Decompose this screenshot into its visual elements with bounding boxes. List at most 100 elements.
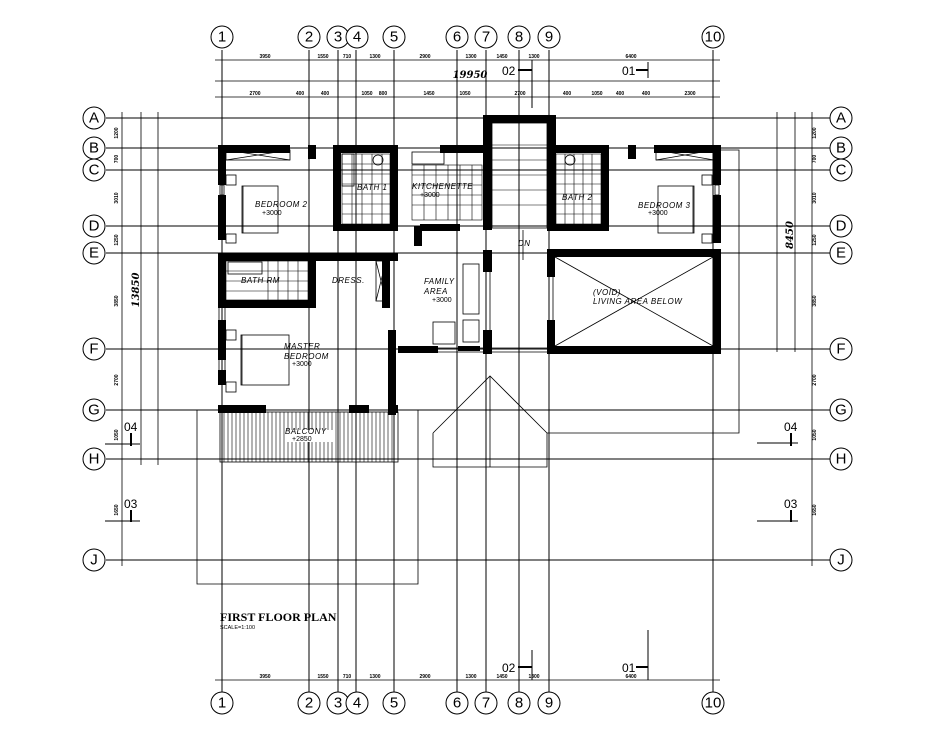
dress-wardrobe (375, 260, 387, 302)
grid-bubble-J-right: J (829, 548, 853, 572)
left-dimension-lines: 1200 700 3010 1250 3850 2700 1050 1650 1… (114, 112, 159, 566)
svg-text:1450: 1450 (423, 91, 434, 97)
grid-bubble-8-top: 8 (507, 25, 531, 49)
master-bed (225, 329, 290, 393)
grid-bubble-1-top: 1 (210, 25, 234, 49)
svg-text:3010: 3010 (812, 192, 818, 203)
bath2-tiles (555, 153, 602, 225)
family-furniture (432, 263, 480, 345)
svg-text:1250: 1250 (812, 234, 818, 245)
svg-text:C: C (89, 162, 100, 179)
grid-bubble-D-left: D (82, 214, 106, 238)
bottom-dimension-lines: 3950 1550 710 1300 2900 1300 1450 1300 6… (215, 674, 720, 681)
section-mark-01-top: 01 (622, 64, 636, 78)
svg-text:3010: 3010 (114, 192, 120, 203)
svg-text:6400: 6400 (625, 674, 636, 680)
grid-bubble-9-bottom: 9 (537, 691, 561, 715)
grid-bubble-B-left: B (82, 136, 106, 160)
svg-text:2700: 2700 (812, 374, 818, 385)
svg-text:400: 400 (642, 91, 651, 97)
kitchenette-level: +3000 (420, 192, 440, 199)
master-label-line2: BEDROOM (284, 352, 329, 361)
grid-bubble-H-right: H (829, 447, 853, 471)
svg-text:7: 7 (482, 29, 490, 46)
svg-text:1050: 1050 (591, 91, 602, 97)
grid-bubble-E-left: E (82, 241, 106, 265)
grid-bubble-10-top: 10 (701, 25, 725, 49)
svg-text:C: C (836, 162, 847, 179)
room-labels: BEDROOM 2 +3000 BATH 1 KITCHENETTE +3000… (241, 182, 690, 443)
svg-text:1550: 1550 (317, 674, 328, 680)
grid-bubble-1-bottom: 1 (210, 691, 234, 715)
grid-bubble-G-left: G (82, 398, 106, 422)
grid-bubbles-top: 1 2 3 4 5 6 7 8 9 10 (210, 25, 725, 49)
svg-text:1450: 1450 (496, 674, 507, 680)
svg-text:H: H (836, 451, 847, 468)
grid-bubble-3-top: 3 (326, 25, 350, 49)
bath1-tiles (341, 153, 391, 225)
svg-text:1050: 1050 (114, 429, 120, 440)
section-mark-04-right: 04 (784, 420, 798, 434)
grid-bubble-J-left: J (82, 548, 106, 572)
svg-text:3950: 3950 (259, 674, 270, 680)
bedroom2-level: +3000 (262, 210, 282, 217)
svg-text:1200: 1200 (114, 127, 120, 138)
svg-text:10: 10 (705, 695, 722, 712)
windows (218, 149, 720, 370)
bathrm-label: BATH RM (241, 276, 280, 285)
svg-text:2300: 2300 (684, 91, 695, 97)
lower-outline (196, 149, 740, 585)
svg-text:3850: 3850 (812, 295, 818, 306)
stair-down-label: DN (518, 239, 531, 248)
grid-bubble-5-top: 5 (382, 25, 406, 49)
svg-text:E: E (836, 245, 846, 262)
family-level: +3000 (432, 297, 452, 304)
svg-text:8: 8 (515, 695, 523, 712)
grid-bubble-D-right: D (829, 214, 853, 238)
grid-bubble-2-top: 2 (297, 25, 321, 49)
grid-bubbles-right: A B C D E F G H J (829, 106, 853, 572)
grid-bubble-5-bottom: 5 (382, 691, 406, 715)
svg-text:D: D (836, 218, 847, 235)
grid-bubbles-bottom: 1 2 3 4 5 6 7 8 9 10 (210, 691, 725, 715)
svg-text:G: G (835, 402, 847, 419)
grid-bubble-8-bottom: 8 (507, 691, 531, 715)
balcony-level: +2850 (292, 436, 312, 443)
svg-text:1: 1 (218, 29, 226, 46)
grid-bubble-3-bottom: 3 (326, 691, 350, 715)
svg-text:9: 9 (545, 29, 553, 46)
svg-text:1050: 1050 (459, 91, 470, 97)
overall-width-dimension: 19950 (453, 70, 488, 81)
grid-bubble-F-left: F (82, 337, 106, 361)
svg-text:710: 710 (343, 674, 352, 680)
family-label-line1: FAMILY (424, 277, 455, 286)
section-mark-02-top: 02 (502, 64, 516, 78)
svg-text:2900: 2900 (419, 54, 430, 60)
grid-bubble-7-top: 7 (474, 25, 498, 49)
master-level: +3000 (292, 361, 312, 368)
void-label-line2: LIVING AREA BELOW (593, 297, 683, 306)
svg-text:1650: 1650 (812, 504, 818, 515)
svg-text:1300: 1300 (528, 54, 539, 60)
svg-text:700: 700 (812, 155, 818, 164)
master-label-line1: MASTER (284, 342, 320, 351)
svg-text:8: 8 (515, 29, 523, 46)
bedroom3-furniture (657, 174, 713, 244)
svg-text:2900: 2900 (419, 674, 430, 680)
grid-bubble-A-left: A (82, 106, 106, 130)
void-label-line1: (VOID) (593, 288, 621, 297)
svg-text:D: D (89, 218, 100, 235)
svg-text:400: 400 (616, 91, 625, 97)
svg-text:B: B (836, 140, 846, 157)
title-block: FIRST FLOOR PLAN SCALE=1:100 (220, 610, 337, 631)
svg-text:1300: 1300 (528, 674, 539, 680)
drawing-scale: SCALE=1:100 (220, 625, 255, 631)
svg-text:2700: 2700 (514, 91, 525, 97)
bedroom2-furniture (225, 174, 279, 244)
bathrm-tiles (225, 260, 309, 301)
svg-text:1300: 1300 (465, 674, 476, 680)
kitchenette-tiles (411, 151, 483, 221)
svg-text:6: 6 (453, 29, 461, 46)
grid-bubble-E-right: E (829, 241, 853, 265)
svg-text:H: H (89, 451, 100, 468)
